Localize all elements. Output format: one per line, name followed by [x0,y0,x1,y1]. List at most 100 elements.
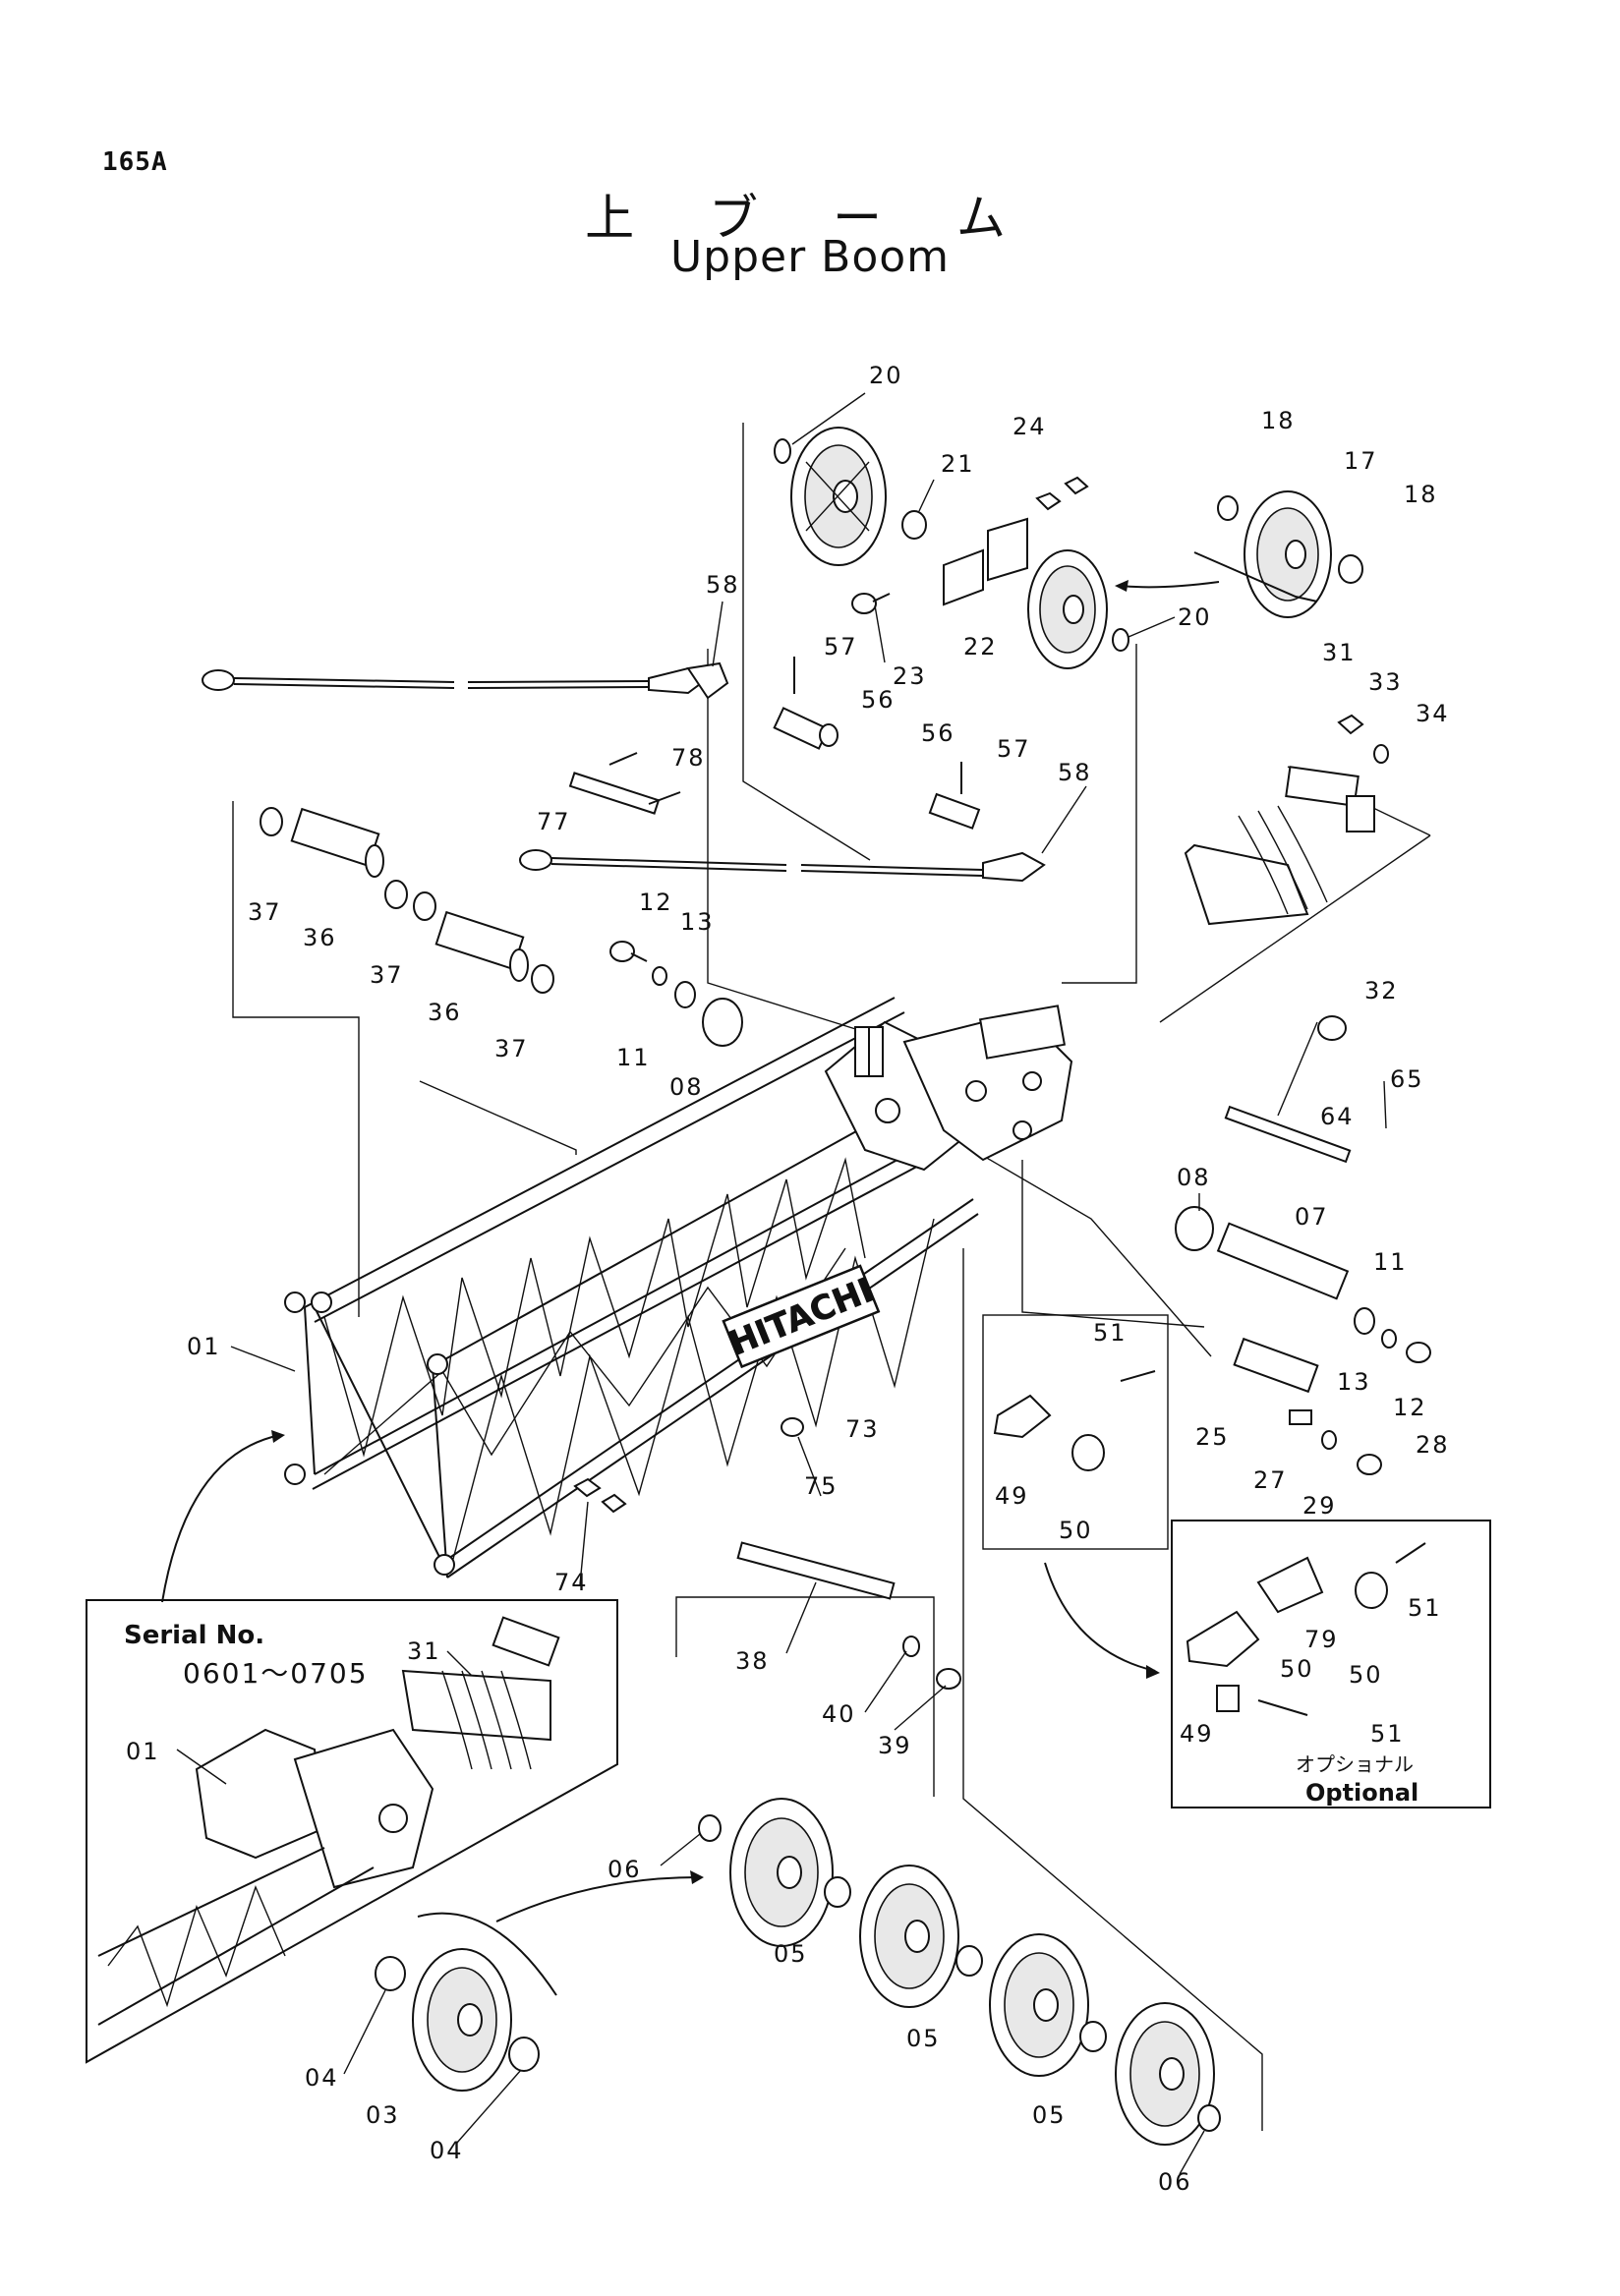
pin-36-lower [413,891,554,994]
bolt-32 [1317,1015,1347,1041]
arrow-to-optional [1044,1562,1156,1672]
callout: 11 [616,1044,651,1071]
nut-24-a [1035,491,1062,511]
callout: 40 [822,1700,856,1728]
callout: 36 [303,924,337,951]
bracket-22-a [943,548,984,606]
sheave-group-bracket [417,1912,557,1996]
bolt-12-left [609,941,635,962]
sheave-upper-left [790,427,887,566]
boom-head-serial [97,1728,434,2026]
grouping-lines [232,423,1431,2131]
callout: 32 [1364,977,1399,1004]
bolt-12-right [1406,1342,1431,1363]
screw-75 [781,1417,804,1437]
assembly-bracket-line [1193,551,1318,603]
callout: 03 [366,2101,400,2129]
washer-20-upper [774,438,791,464]
callout: 01 [187,1333,221,1360]
callout: 33 [1368,668,1403,696]
link-frame-31-top [1184,766,1375,926]
pin-38 [736,1541,896,1600]
callout: 51 [1370,1720,1405,1748]
callout: 31 [1322,639,1357,666]
nut-24-b [1064,476,1089,495]
bushing-21 [901,510,927,540]
callout: 17 [1344,447,1378,475]
callout: 65 [1390,1065,1424,1093]
pin-36-upper [260,807,408,909]
callout: 20 [869,362,903,389]
callout: 23 [893,662,927,690]
optional-label-jp: オプショナル [1296,1752,1414,1776]
callout: 05 [774,1940,808,1968]
nut-33 [1337,714,1364,735]
bush-04-right [508,2037,540,2072]
callout: 57 [824,633,858,660]
serial-label: Serial No. [124,1621,264,1650]
callout: 11 [1373,1248,1408,1276]
callout: 25 [1195,1423,1230,1451]
arrow-to-boom [161,1434,281,1603]
callout: 56 [921,719,955,747]
callout: 07 [1295,1203,1329,1231]
bushing-18-right [1338,554,1363,584]
callout: 29 [1302,1492,1337,1520]
washer-34 [1373,744,1389,764]
page-code: 165A [102,147,168,177]
callout: 04 [305,2064,339,2092]
serial-range: 0601～0705 [183,1657,369,1690]
callout: 38 [735,1647,770,1675]
arrow-to-sheaves [495,1876,699,1923]
callout: 05 [906,2025,941,2052]
callout: 58 [1058,759,1092,786]
callout: 01 [126,1738,160,1765]
callout: 21 [941,450,975,478]
callout: 36 [428,999,462,1026]
washer-20-mid [1112,628,1129,652]
bush-08-right [1175,1206,1214,1251]
bushing-18-left [1217,495,1239,521]
callout: 12 [1393,1394,1427,1421]
callout: 27 [1253,1466,1288,1494]
sheave-lower-4 [1115,2002,1215,2146]
sheave-03 [412,1948,512,2092]
brand-plate-73: HITACHI [722,1264,881,1369]
callout: 58 [706,571,740,599]
callout: 49 [995,1482,1029,1510]
callout: 51 [1093,1319,1128,1347]
bush-05-b [955,1945,983,1977]
callout: 37 [494,1035,529,1062]
callout: 79 [1304,1626,1339,1653]
callout: 37 [248,898,282,926]
callout: 37 [370,961,404,989]
socket-detail-box [982,1314,1169,1550]
title-japanese: 上 ブ ー ム [585,190,1035,247]
washer-06-left [698,1814,722,1842]
link-frame-31-serial [401,1616,560,1770]
callout: 78 [671,744,706,772]
callout: 50 [1349,1661,1383,1689]
callout: 28 [1416,1431,1450,1459]
bolt-39 [936,1668,961,1690]
upper-boom-truss [284,997,1073,1578]
washer-06-right [1197,2104,1221,2132]
optional-label-en: Optional [1305,1779,1418,1807]
bolt-23 [851,593,877,614]
callout: 56 [861,686,896,714]
washer-13-right [1381,1329,1397,1349]
arrow-to-sheave [1120,581,1220,589]
callout: 08 [669,1073,704,1101]
bush-04-left [375,1956,406,1991]
pin-64 [1224,1105,1352,1164]
callout: 06 [1158,2168,1192,2196]
callout: 18 [1261,407,1296,434]
nut-74-b [601,1493,627,1514]
callout: 05 [1032,2101,1067,2129]
callout: 64 [1320,1103,1355,1130]
washer-40 [902,1636,920,1657]
washer-11-right [1354,1307,1375,1335]
sheave-lower-2 [859,1865,959,2008]
pendant-rope-upper [202,661,729,700]
bolt-28 [1357,1454,1382,1475]
